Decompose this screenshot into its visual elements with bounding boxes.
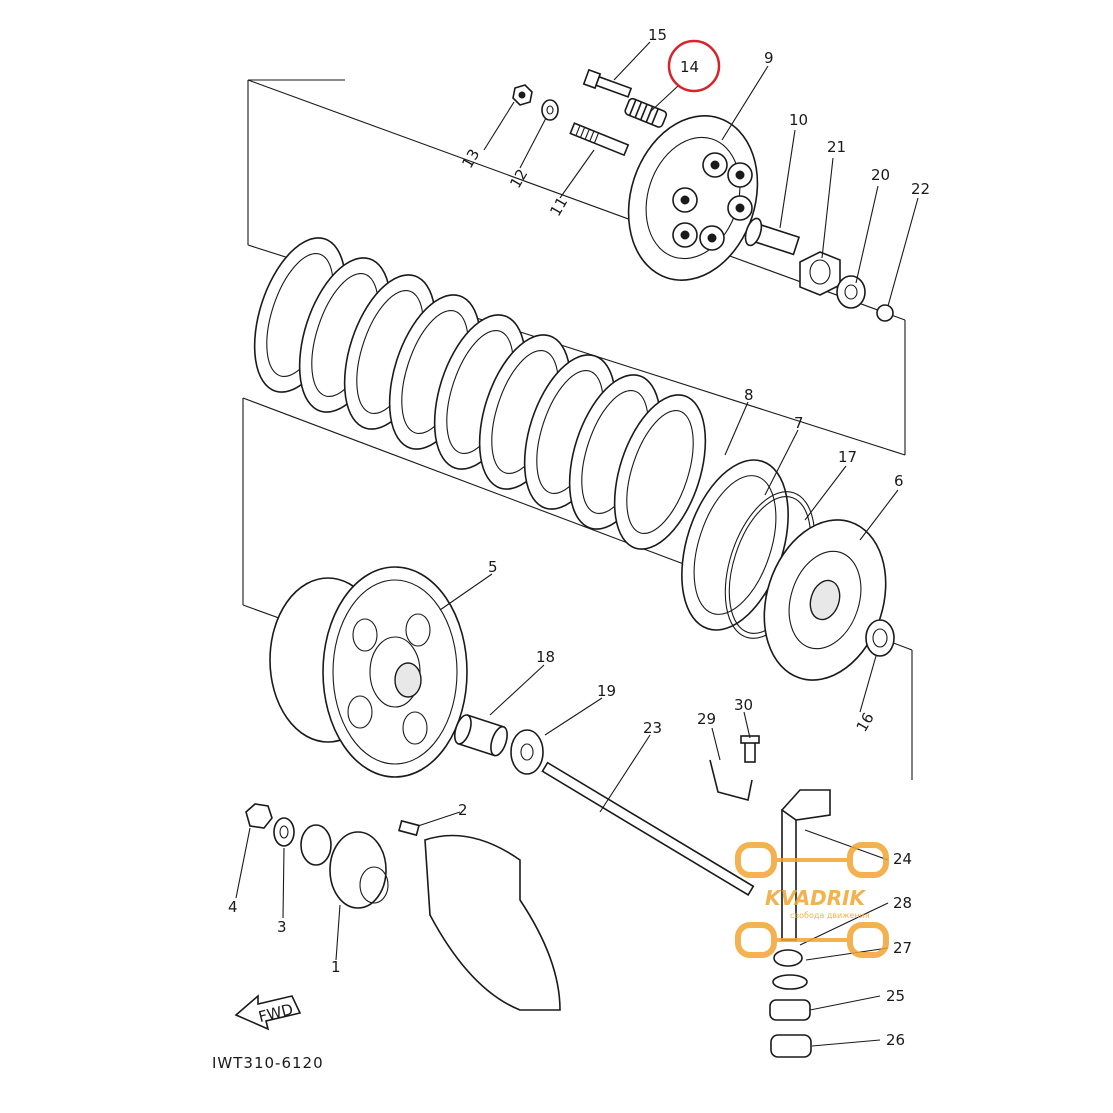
clutch-plate-stack [253,237,707,550]
callout-9: 9 [764,49,774,67]
callout-28: 28 [893,894,912,912]
callout-16: 16 [853,710,878,736]
clutch-housing [269,566,468,778]
callout-24: 24 [893,850,912,868]
callout-15: 15 [648,26,667,44]
callout-4: 4 [228,898,238,916]
callout-21: 21 [827,138,846,156]
watermark-tagline: свобода движения [790,911,870,920]
callout-23: 23 [643,719,662,737]
callout-1: 1 [331,958,341,976]
callout-30: 30 [734,696,753,714]
callout-22: 22 [911,180,930,198]
callout-13: 13 [458,146,483,172]
callout-10: 10 [789,111,808,129]
shaft-parts [453,714,755,896]
callout-27: 27 [893,939,912,957]
watermark-brand: KVADRIK [765,886,867,910]
center-nut-assembly [744,217,894,322]
leader-lines [235,41,919,1047]
callout-2: 2 [458,801,468,819]
fwd-arrow: FWD [234,994,302,1031]
callout-3: 3 [277,918,287,936]
callout-18: 18 [536,648,555,666]
callout-5: 5 [488,558,498,576]
primary-drive-parts [245,803,561,1011]
callout-17: 17 [838,448,857,466]
callout-14: 14 [680,58,699,76]
callout-29: 29 [697,710,716,728]
callout-20: 20 [871,166,890,184]
callout-12: 12 [506,166,531,192]
callout-26: 26 [886,1031,905,1049]
callout-7: 7 [794,414,804,432]
small-fasteners [512,68,668,157]
clutch-boss-assembly [681,459,895,681]
drawing-code: IWT310-6120 [212,1054,324,1072]
callout-8: 8 [744,386,754,404]
push-lever-assembly [769,789,831,1058]
callout-25: 25 [886,987,905,1005]
highlight-circle [667,39,721,93]
callout-11: 11 [546,194,571,220]
callout-6: 6 [894,472,904,490]
kvadrik-watermark: KVADRIK свобода движения [735,842,889,958]
callout-19: 19 [597,682,616,700]
pressure-plate [627,115,759,281]
bracket-parts [709,735,760,801]
